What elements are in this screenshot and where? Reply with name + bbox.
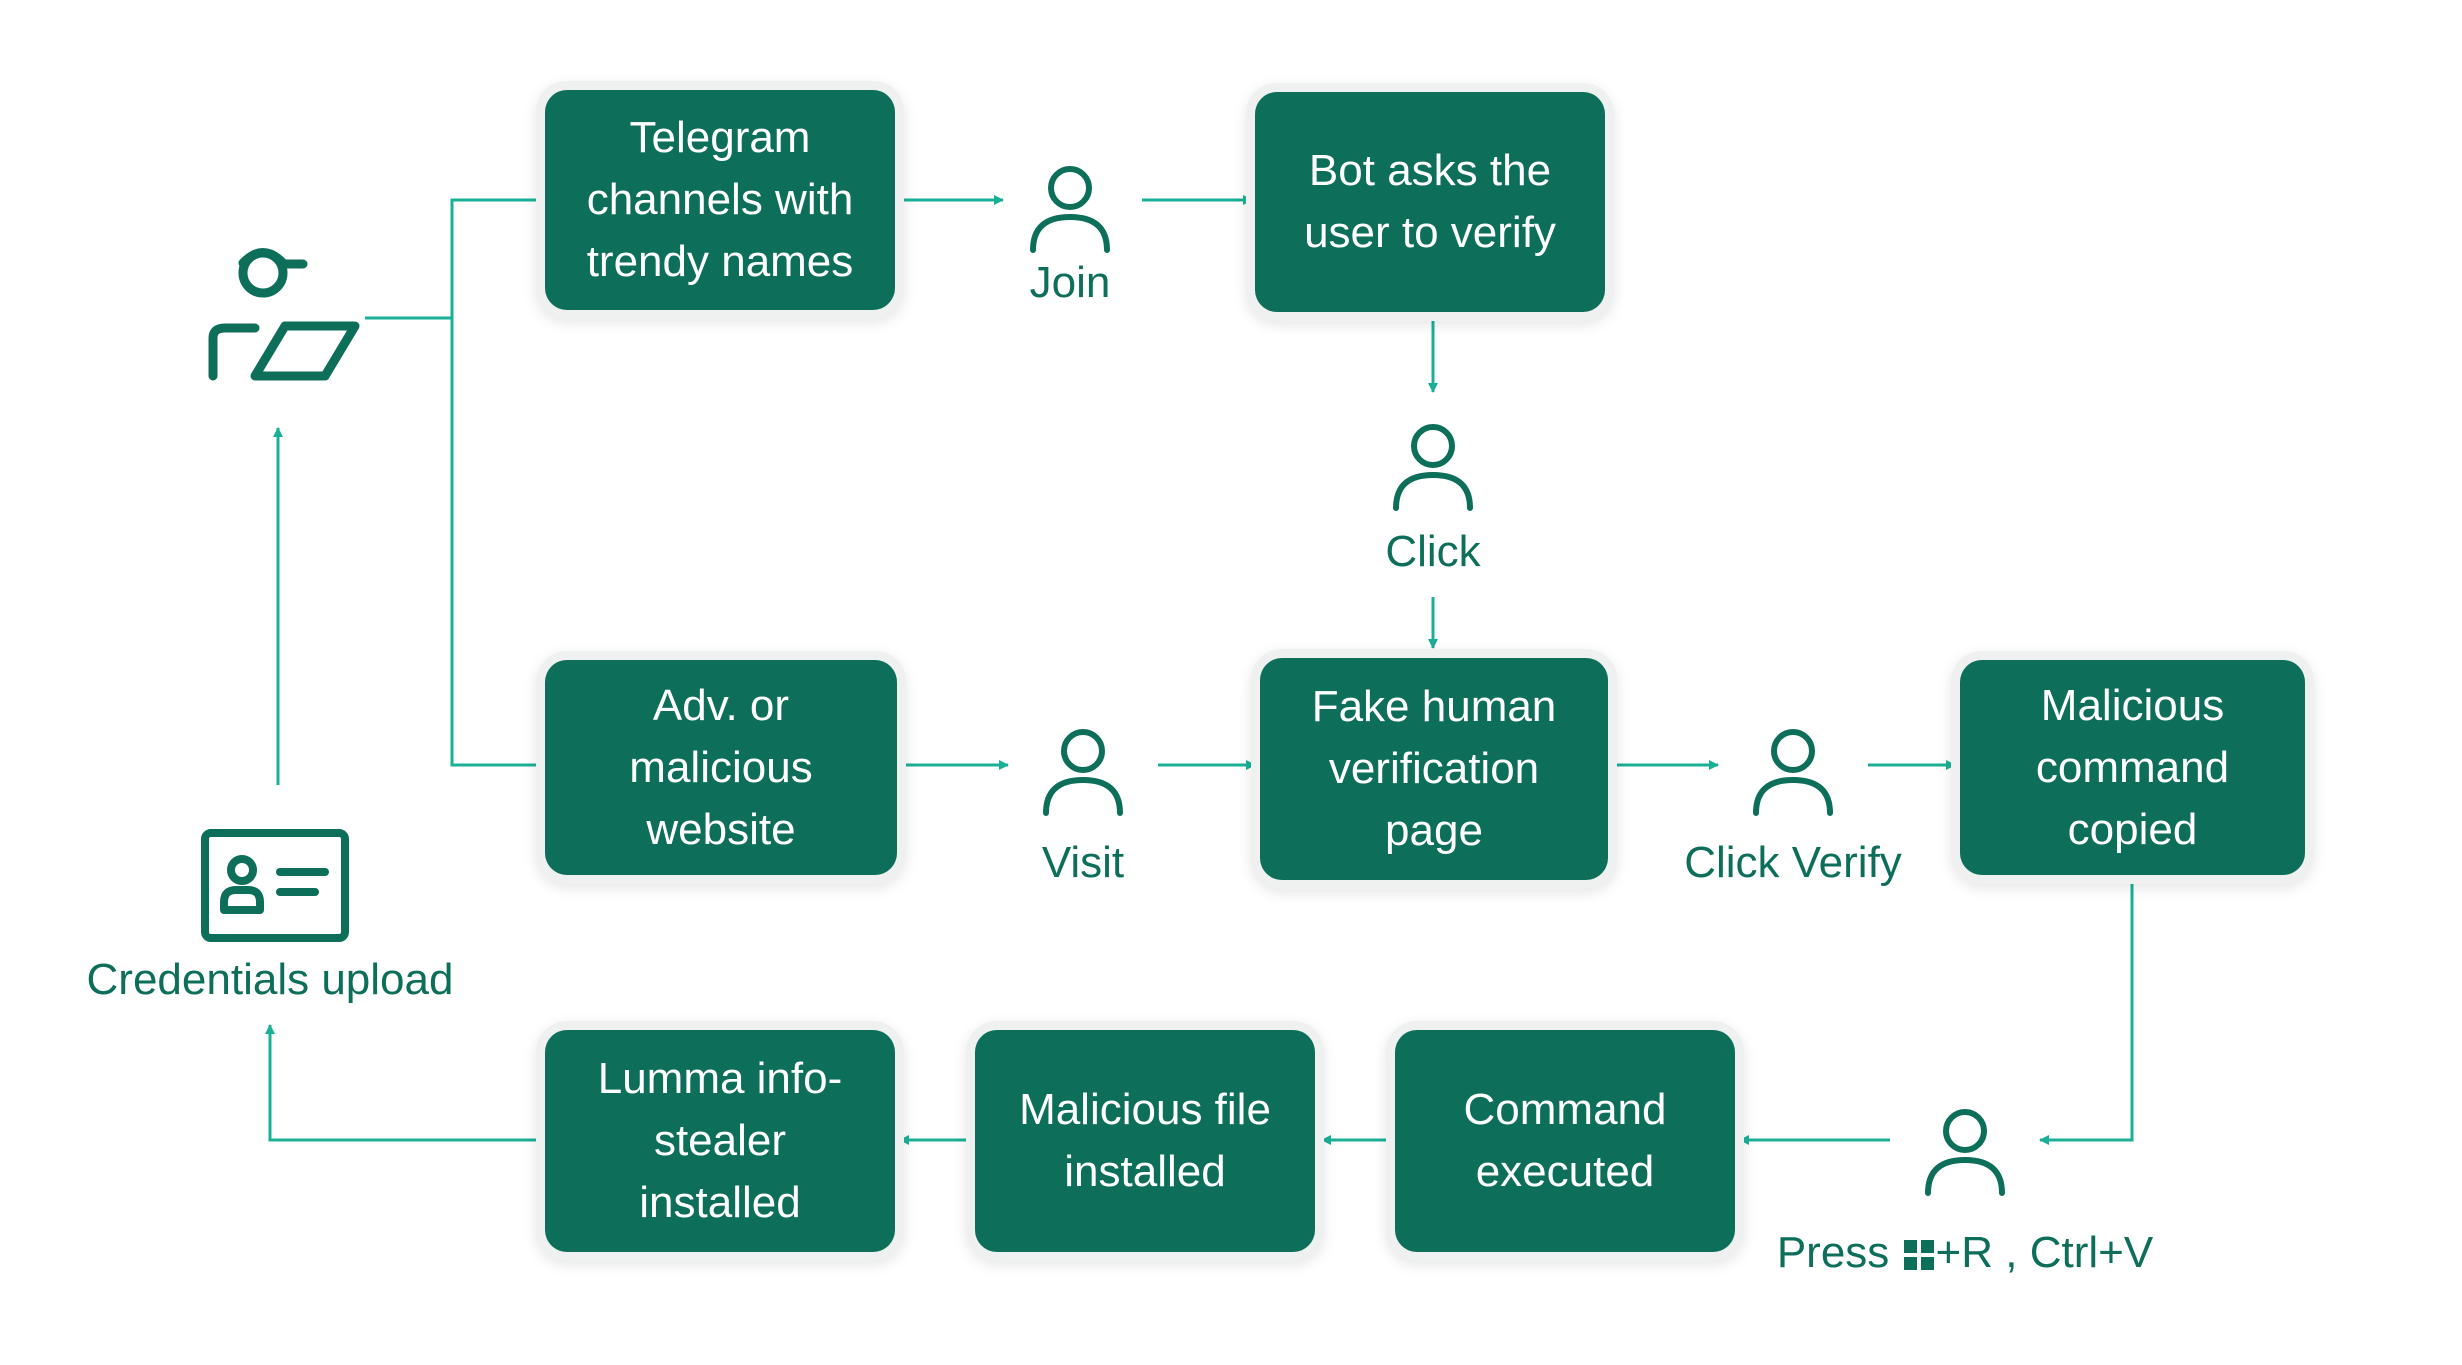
action-press-keys: Press +R , Ctrl+V [1755,1228,2175,1278]
credentials-upload-label: Credentials upload [86,955,454,1004]
user-icon [1753,729,1833,816]
user-icon [1925,1109,2005,1196]
action-visit: Visit [1041,838,1125,887]
action-click: Click [1385,527,1481,576]
node-fake-verification-page: Fake human verification page [1260,658,1608,880]
keys-label: +R , Ctrl+V [1935,1228,2154,1277]
user-icon [1030,166,1110,253]
node-malicious-file-installed: Malicious file installed [975,1030,1315,1252]
windows-key-icon [1903,1240,1934,1270]
node-bot-asks-verify: Bot asks the user to verify [1255,92,1605,312]
action-join: Join [1029,258,1111,307]
press-label: Press [1776,1228,1890,1277]
arrow-attacker-to-telegram [365,195,546,320]
node-telegram-channels: Telegram channels with trendy names [545,90,895,310]
id-card-icon [201,829,349,942]
action-click-verify: Click Verify [1684,838,1902,887]
arrow-lumma-to-credentials [265,1024,545,1142]
user-icon [1043,729,1123,816]
user-icon [1393,424,1473,511]
node-command-executed: Command executed [1395,1030,1735,1252]
node-malicious-command-copied: Malicious command copied [1960,660,2305,875]
node-adv-malicious-website: Adv. or malicious website [545,660,897,875]
arrow-attacker-to-adv [450,318,546,770]
node-lumma-stealer-installed: Lumma info- stealer installed [545,1030,895,1252]
arrow-malcmd-to-press [2039,882,2134,1145]
hacker-laptop-icon [208,248,360,381]
